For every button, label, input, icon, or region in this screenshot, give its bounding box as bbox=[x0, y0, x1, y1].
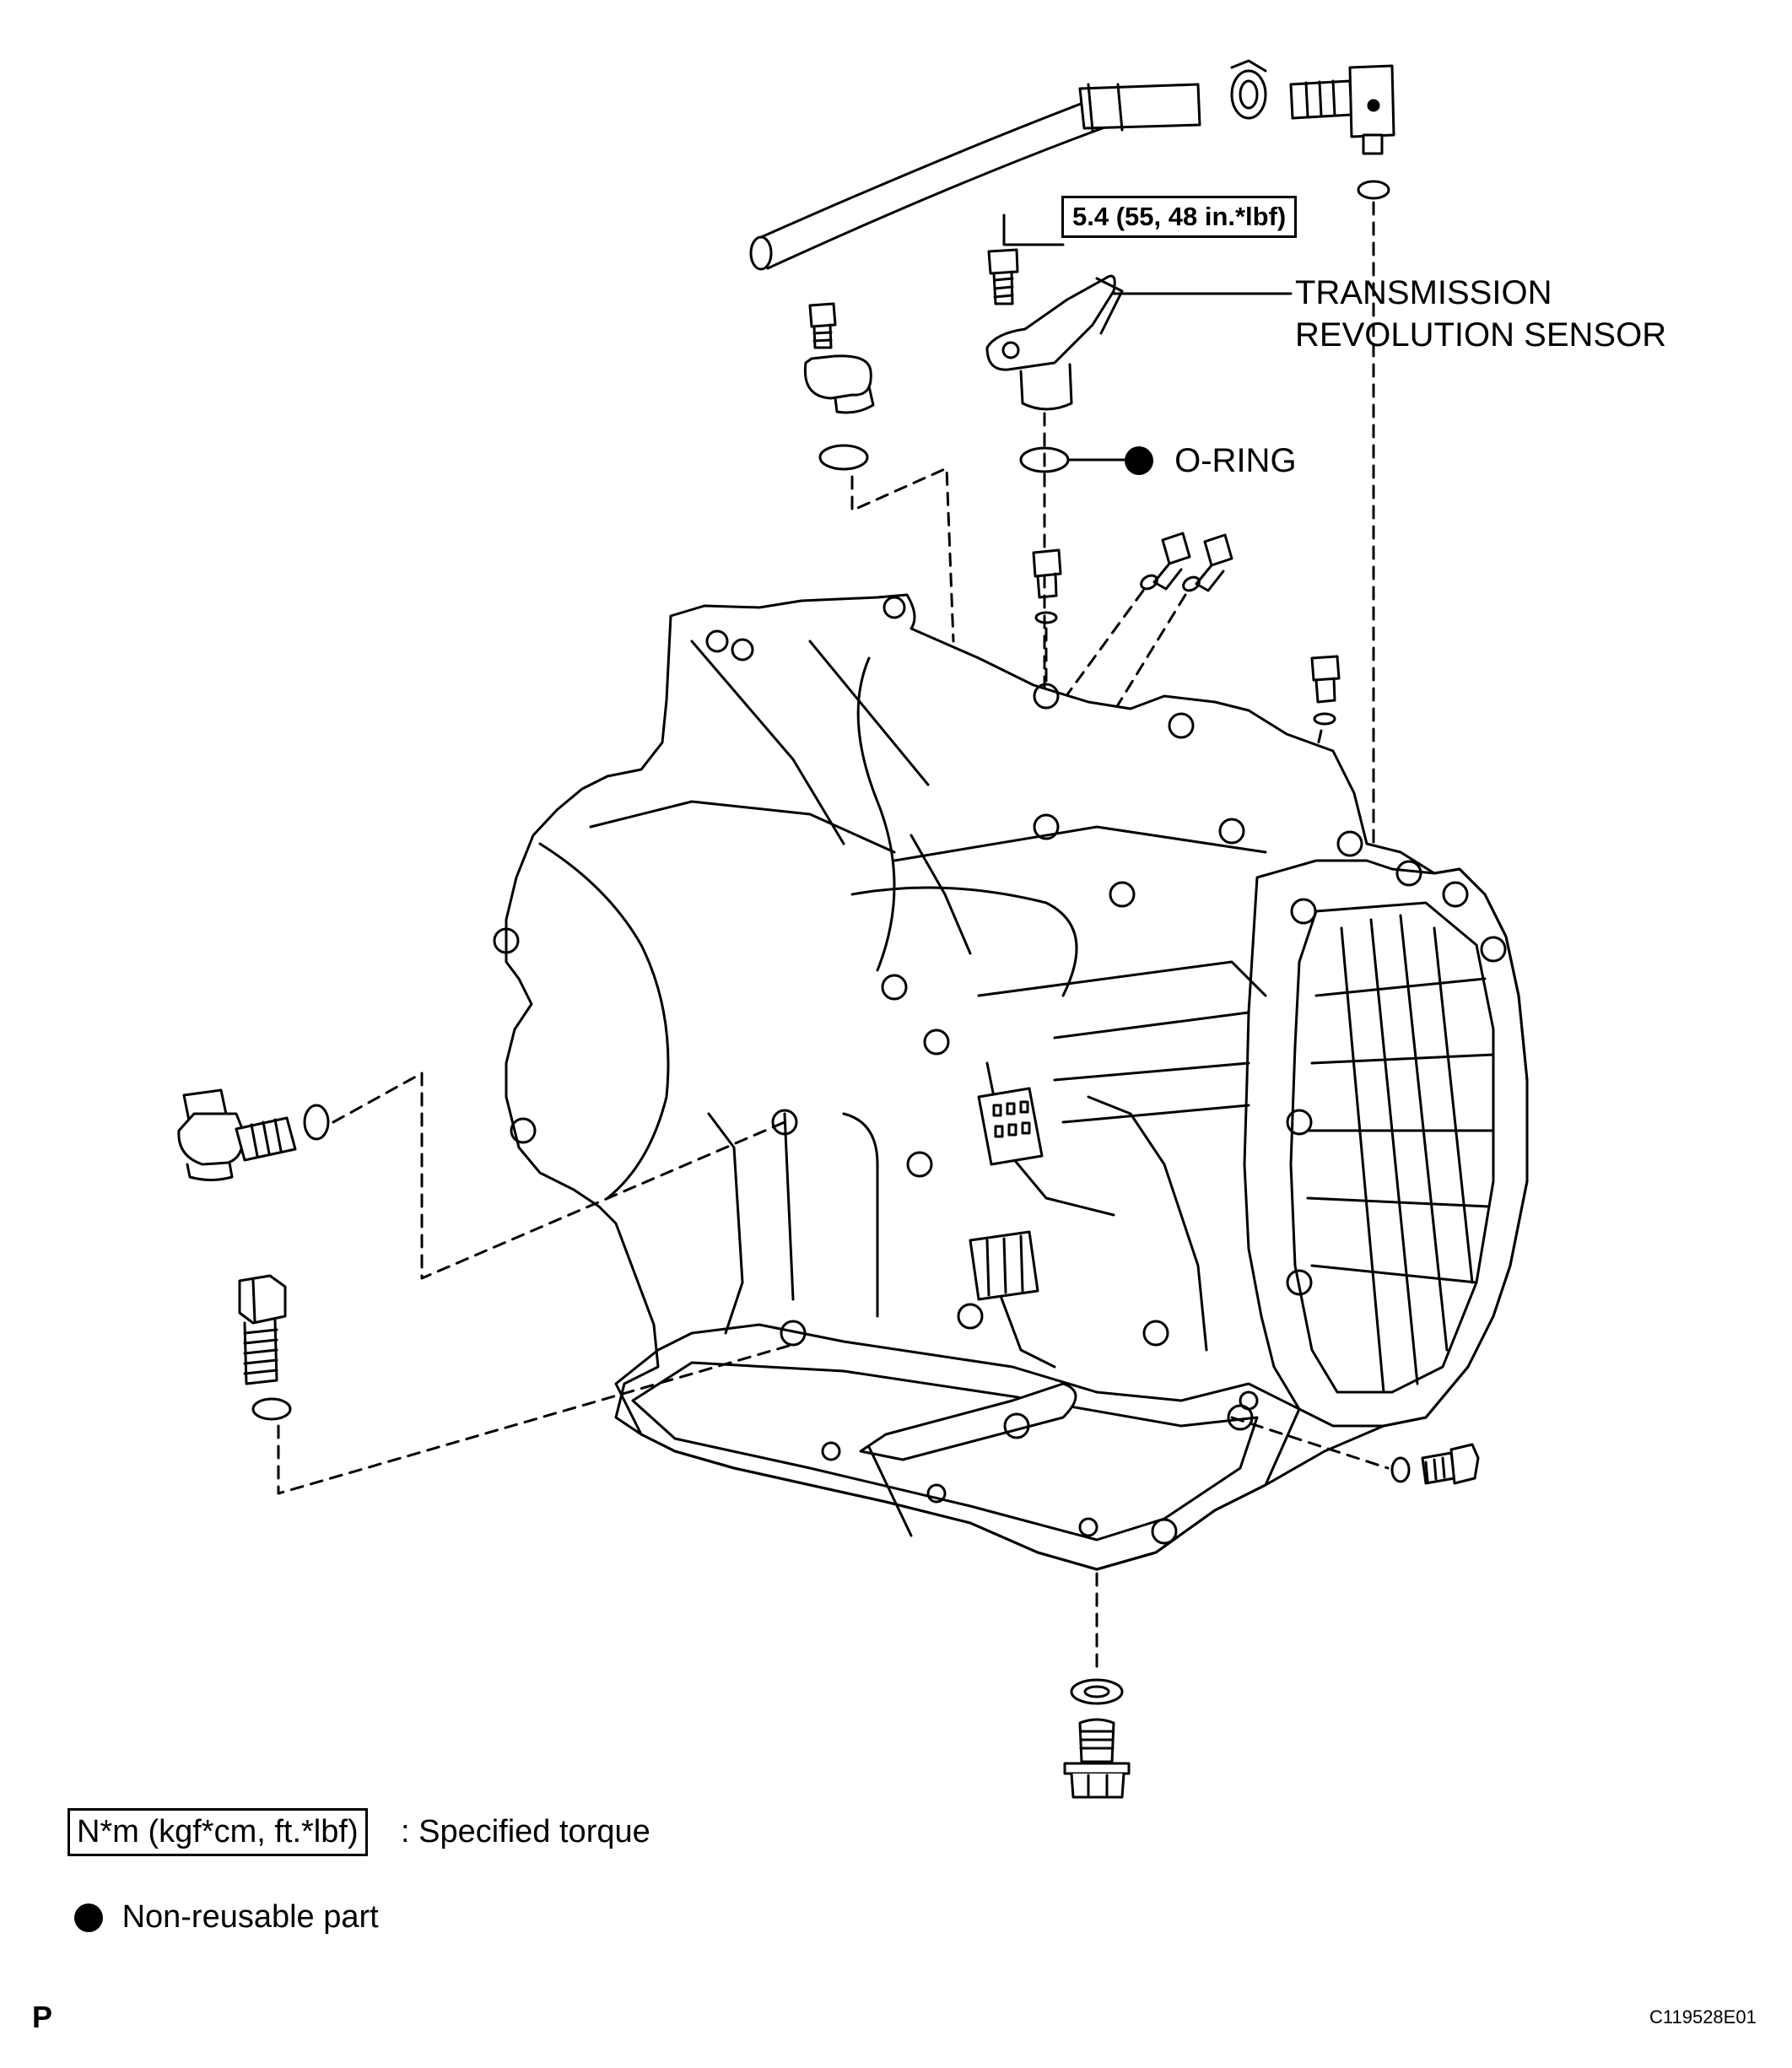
right-bolt bbox=[1310, 655, 1341, 704]
breather-plug bbox=[1289, 64, 1395, 155]
left-plug-oring bbox=[818, 444, 869, 471]
angled-bolt-left bbox=[1140, 532, 1191, 591]
drain-plug bbox=[1063, 1678, 1131, 1799]
legend-torque-desc: : Specified torque bbox=[401, 1814, 650, 1849]
right-horizontal-bolt bbox=[1390, 1443, 1480, 1485]
footer-code: C119528E01 bbox=[1649, 2006, 1757, 2028]
transmission-revolution-sensor bbox=[985, 274, 1124, 411]
torque-spec-box: 5.4 (55, 48 in.*lbf) bbox=[1061, 196, 1298, 238]
oring-label-text: O-RING bbox=[1174, 441, 1297, 479]
angled-bolt-right bbox=[1182, 533, 1233, 592]
sensor-label-line1: TRANSMISSION bbox=[1295, 274, 1552, 311]
mid-bolt bbox=[1032, 548, 1062, 599]
breather-oring bbox=[1357, 180, 1390, 200]
legend-nonreusable: Non-reusable part bbox=[74, 1898, 379, 1936]
legend-nonreusable-text: Non-reusable part bbox=[121, 1899, 379, 1936]
legend-torque-box: N*m (kgf*cm, ft.*lbf) bbox=[67, 1808, 368, 1856]
torque-spec-text: 5.4 (55, 48 in.*lbf) bbox=[1072, 202, 1287, 231]
legend-dot-icon bbox=[74, 1903, 103, 1932]
transmission-case bbox=[493, 593, 1529, 1571]
oring-label: O-RING bbox=[1125, 440, 1297, 480]
footer-letter: P bbox=[32, 2000, 53, 2034]
elbow-union bbox=[177, 1088, 330, 1181]
breather-hose bbox=[749, 83, 1201, 271]
non-reusable-dot-icon bbox=[1125, 446, 1153, 476]
union-fitting bbox=[238, 1274, 292, 1421]
left-plug bbox=[803, 302, 875, 414]
sensor-label-line2: REVOLUTION SENSOR bbox=[1295, 316, 1667, 354]
sensor-label: TRANSMISSION REVOLUTION SENSOR bbox=[1295, 272, 1666, 356]
hose-clip bbox=[1230, 59, 1267, 120]
legend-torque-units: N*m (kgf*cm, ft.*lbf) bbox=[77, 1814, 359, 1849]
sensor-bolt bbox=[987, 248, 1019, 305]
